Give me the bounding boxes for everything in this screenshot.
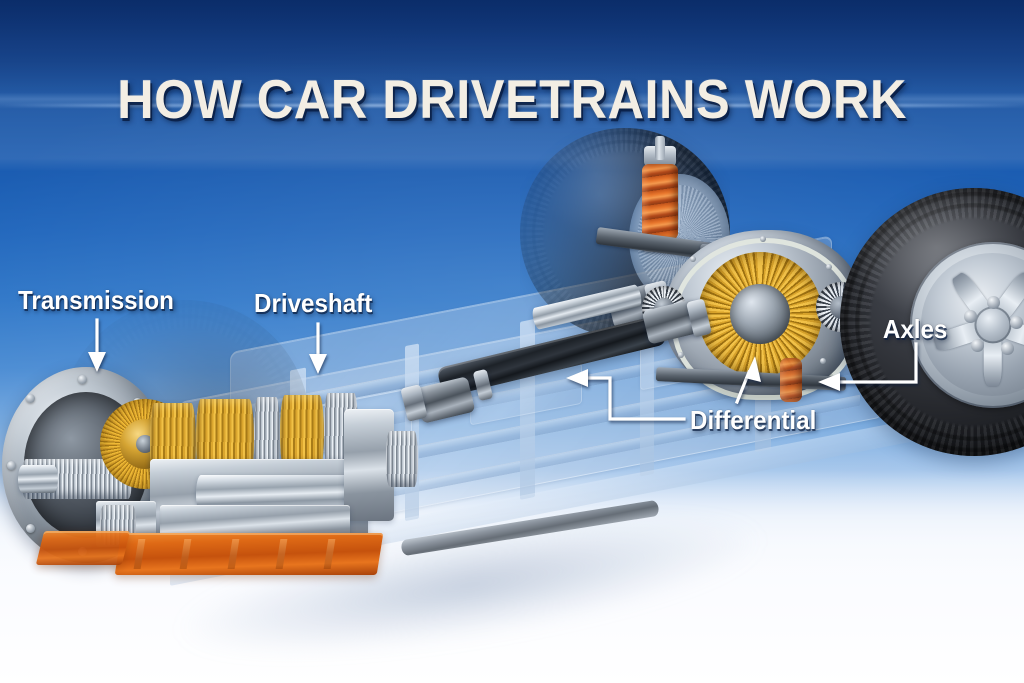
- gear-cluster-3: [280, 395, 324, 471]
- gear-bore: [136, 435, 154, 453]
- input-shaft-nose: [18, 465, 58, 493]
- ring-gear: [698, 252, 822, 376]
- driveshaft-tube: [436, 314, 668, 398]
- wheel-hub: [974, 306, 1012, 344]
- output-spline: [386, 431, 418, 487]
- page-title: HOW CAR DRIVETRAINS WORK: [117, 67, 907, 130]
- bell-housing-pan-lip: [35, 531, 131, 565]
- transmission-oil-pan: [114, 533, 384, 575]
- tail-housing: [344, 409, 394, 521]
- rim-face: [921, 253, 1024, 397]
- callout-label-transmission: Transmission: [18, 285, 174, 315]
- callout-label-axles: Axles: [882, 314, 948, 344]
- callout-label-differential: Differential: [690, 405, 817, 435]
- ring-gear-hub: [730, 284, 790, 344]
- strut-rod: [655, 136, 665, 160]
- callout-label-driveshaft: Driveshaft: [254, 288, 373, 318]
- near-rear-wheel: [840, 188, 1024, 456]
- coil-spring: [642, 164, 678, 240]
- transmission-assembly: [0, 355, 430, 585]
- rear-coil-spring-small: [780, 358, 802, 402]
